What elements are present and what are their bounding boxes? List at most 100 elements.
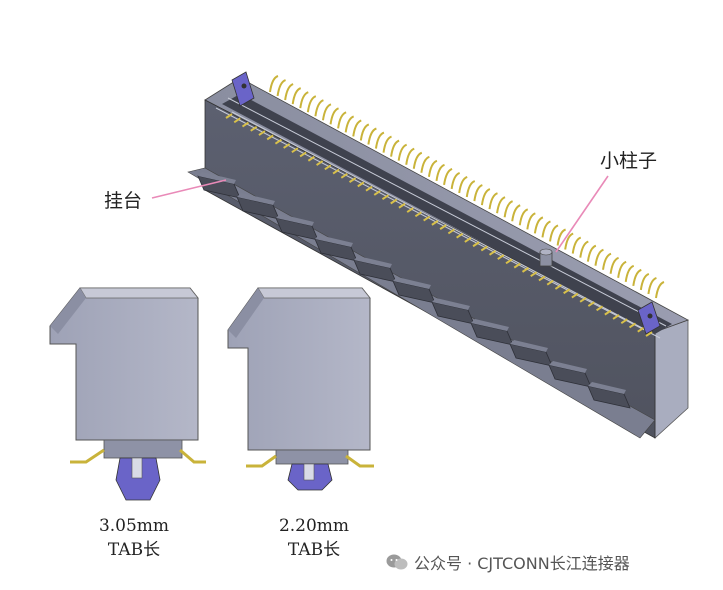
- hook-label: 挂台: [104, 190, 143, 212]
- contact-pin: [324, 164, 332, 171]
- contact-pin: [602, 252, 612, 270]
- hook-tab-top: [549, 361, 587, 373]
- contact-pin: [464, 237, 472, 243]
- contact-pin: [554, 284, 562, 290]
- contact-pin: [299, 91, 309, 109]
- contact-pin: [390, 198, 398, 205]
- contact-pin: [397, 143, 408, 161]
- hook-tab-top: [315, 235, 353, 247]
- contact-pin: [503, 200, 514, 218]
- contact-pin: [587, 301, 595, 307]
- contact-pin: [299, 151, 307, 158]
- contact-pin: [624, 264, 635, 282]
- contact-pin: [374, 131, 385, 149]
- contact-pin: [381, 194, 390, 201]
- contact-pin: [435, 163, 445, 182]
- contact-pin: [269, 75, 279, 93]
- contact-pin: [556, 228, 567, 246]
- variant-dimension: 3.05mm: [98, 516, 170, 536]
- contact-pin: [276, 79, 286, 97]
- contact-pin: [645, 331, 653, 337]
- contact-pin: [563, 288, 571, 295]
- contact-pin: [250, 125, 258, 132]
- contact-pin: [480, 188, 491, 206]
- contact-pin: [373, 190, 381, 196]
- contact-pin: [564, 232, 574, 250]
- contact-pin: [414, 211, 422, 218]
- contact-pin: [406, 207, 414, 213]
- contact-pin: [340, 173, 348, 179]
- contact-pin: [639, 272, 650, 291]
- contact-pin: [365, 185, 373, 192]
- wechat-icon: [386, 554, 408, 570]
- contact-pin: [571, 236, 582, 254]
- contact-pin: [579, 240, 589, 258]
- contact-pin: [352, 119, 362, 137]
- contact-pin: [337, 111, 347, 129]
- watermark: 公众号 · CJTCONN长江连接器: [386, 550, 630, 574]
- contact-pin: [443, 167, 453, 186]
- hook-tab-top: [510, 340, 548, 352]
- hook-tab-top: [471, 319, 509, 331]
- contact-pin: [405, 147, 415, 165]
- contact-pin: [637, 326, 645, 333]
- contact-pin: [382, 135, 392, 153]
- contact-pin: [412, 151, 423, 169]
- contact-pin: [549, 224, 559, 242]
- contact-pin: [423, 215, 431, 222]
- variant-caption-1: 3.05mm TAB长: [64, 514, 204, 562]
- contact-pin: [496, 196, 506, 214]
- locating-post: [539, 248, 553, 267]
- variant-dimension: 2.20mm: [278, 516, 350, 536]
- contact-pin: [472, 241, 480, 248]
- contact-pin: [450, 171, 461, 190]
- contact-pin: [456, 232, 464, 239]
- contact-pin: [359, 123, 370, 141]
- contact-pin: [427, 159, 438, 177]
- contact-pin: [480, 245, 488, 252]
- contact-pin: [530, 271, 538, 277]
- hook-tabs: [197, 172, 631, 409]
- contact-pin: [628, 322, 637, 329]
- contact-pin: [465, 180, 476, 198]
- contact-pin: [488, 249, 497, 256]
- hook-tab-top: [237, 193, 275, 205]
- hold-down-ear-left: [231, 71, 255, 107]
- contact-pin: [291, 87, 302, 105]
- contact-pin: [329, 107, 339, 125]
- contact-pin: [420, 155, 430, 173]
- contact-pin: [620, 318, 628, 325]
- contact-pins-back-row: [269, 75, 665, 299]
- hook-tab: [587, 385, 631, 409]
- contact-pin: [291, 147, 299, 154]
- contact-pins-front-row: [225, 113, 653, 337]
- contact-pin: [518, 208, 529, 226]
- hook-tab-top: [393, 277, 431, 289]
- contact-pin: [604, 309, 612, 316]
- contact-pin: [314, 99, 324, 117]
- contact-pin: [266, 134, 274, 141]
- contact-pin: [596, 305, 604, 312]
- watermark-text: 公众号 · CJTCONN长江连接器: [414, 554, 630, 573]
- variant-name: TAB长: [287, 540, 341, 560]
- contact-pin: [321, 103, 332, 121]
- contact-pin: [612, 314, 620, 320]
- contact-pin: [511, 204, 521, 222]
- contact-pin: [447, 228, 455, 235]
- contact-pin: [258, 130, 266, 136]
- contact-pin: [344, 115, 355, 133]
- variant-caption-2: 2.20mm TAB长: [244, 514, 384, 562]
- contact-pin: [541, 220, 551, 238]
- hook-tab-top: [588, 382, 626, 394]
- cross-section-3-05: [49, 287, 206, 501]
- contact-pin: [316, 160, 324, 166]
- contact-pin: [497, 254, 505, 260]
- post-callout-line: [555, 175, 609, 253]
- contact-pin: [521, 267, 530, 273]
- contact-pin: [306, 95, 317, 113]
- contact-pin: [284, 83, 294, 101]
- contact-pin: [390, 139, 400, 157]
- hold-down-ear-right: [637, 301, 661, 335]
- contact-pin: [332, 168, 340, 175]
- hook-callout-line: [151, 179, 227, 199]
